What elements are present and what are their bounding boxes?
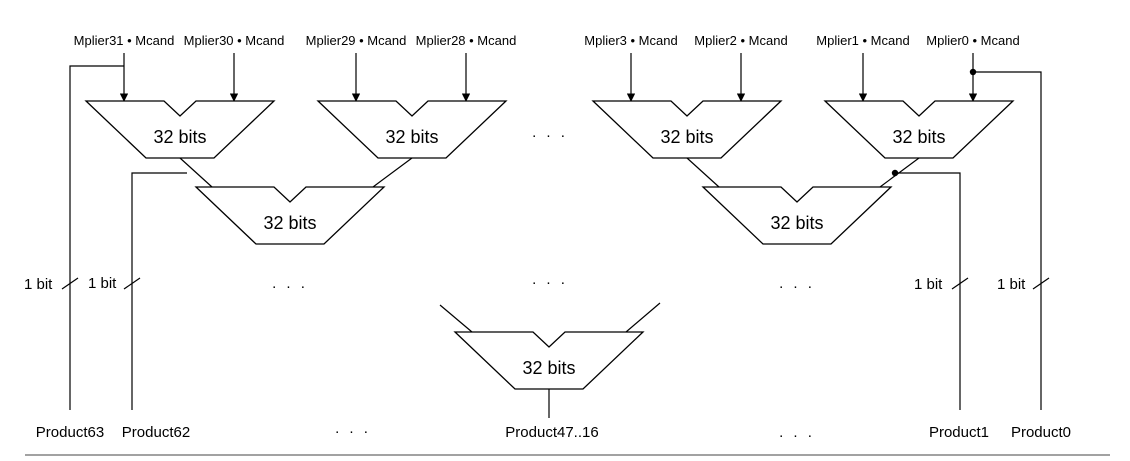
product0-wire [973,71,1042,410]
wire-top2-to-mid1 [372,157,413,188]
wire-into-bottom-left [439,304,473,333]
ellipsis-top-middle: . . . [532,124,568,141]
ellipsis-mid-left: . . . [272,275,308,292]
product1-bit-tick [951,277,969,290]
output-label-product63: Product63 [36,424,104,441]
adder-top-3 [591,100,783,159]
wire-into-bottom-right [625,302,661,333]
bit-label-product0: 1 bit [997,276,1026,293]
adder-top-2-label: 32 bits [385,127,438,147]
wire-top1-to-mid1 [179,157,213,188]
adder-mid-1-label: 32 bits [263,213,316,233]
input-label-mplier29: Mplier29 • Mcand [306,33,407,48]
output-label-product62: Product62 [122,424,190,441]
adder-top-4-label: 32 bits [892,127,945,147]
output-label-product0: Product0 [1011,424,1071,441]
product0-bit-tick [1032,277,1050,290]
input-label-mplier3: Mplier3 • Mcand [584,33,677,48]
adder-top-1 [84,100,276,159]
ellipsis-bottom-right: . . . [779,424,815,441]
adder-bottom-label: 32 bits [522,358,575,378]
ellipsis-mid-right: . . . [779,275,815,292]
product63-bit-tick [61,277,79,290]
input-label-mplier2: Mplier2 • Mcand [694,33,787,48]
input-label-mplier0: Mplier0 • Mcand [926,33,1019,48]
adder-top-4 [823,100,1015,159]
output-label-product47-16: Product47..16 [505,424,598,441]
bit-label-product63: 1 bit [24,276,53,293]
wire-top3-to-mid2 [686,157,720,188]
product62-wire [131,172,187,410]
product1-wire [895,172,961,410]
output-label-product1: Product1 [929,424,989,441]
adder-top-3-label: 32 bits [660,127,713,147]
bit-label-product62: 1 bit [88,275,117,292]
ellipsis-mid-center: . . . [532,271,568,288]
input-label-mplier28: Mplier28 • Mcand [416,33,517,48]
product63-wire [69,65,124,410]
input-label-mplier1: Mplier1 • Mcand [816,33,909,48]
adder-mid-2-label: 32 bits [770,213,823,233]
product1-junction-dot [891,169,899,177]
adder-bottom [453,331,645,390]
adder-mid-2 [701,186,893,245]
adder-top-2 [316,100,508,159]
ellipsis-bottom-left: . . . [335,420,371,437]
input-label-mplier30: Mplier30 • Mcand [184,33,285,48]
product62-bit-tick [123,277,141,290]
adder-top-1-label: 32 bits [153,127,206,147]
product0-junction-dot [969,68,977,76]
adder-mid-1 [194,186,386,245]
bit-label-product1: 1 bit [914,276,943,293]
input-label-mplier31: Mplier31 • Mcand [74,33,175,48]
